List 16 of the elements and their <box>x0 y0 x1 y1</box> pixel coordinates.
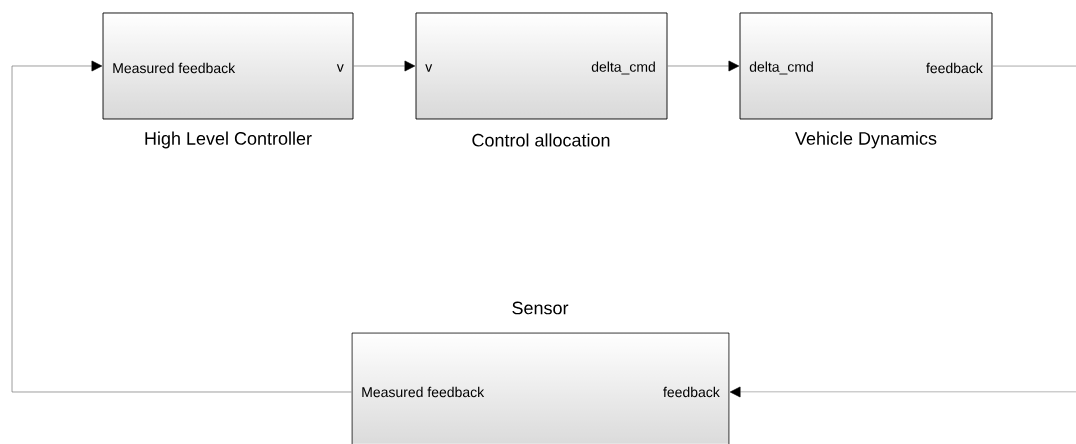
port-label: Measured feedback <box>113 62 236 74</box>
arrow <box>729 65 1076 398</box>
port-label: feedback <box>663 386 720 398</box>
block-name: Sensor <box>512 301 569 315</box>
block-name: Control allocation <box>472 133 610 147</box>
arrow <box>353 60 416 72</box>
port-label: v <box>425 64 433 72</box>
arrow <box>667 60 740 72</box>
block-name: Vehicle Dynamics <box>795 131 937 149</box>
port-label: v <box>336 64 344 72</box>
block-name: High Level Controller <box>145 131 312 149</box>
arrow <box>11 60 352 393</box>
port-label: feedback <box>926 62 983 74</box>
port-label: delta_cmd <box>749 61 813 75</box>
port-label: Measured feedback <box>362 386 485 398</box>
port-label: delta_cmd <box>591 61 655 75</box>
